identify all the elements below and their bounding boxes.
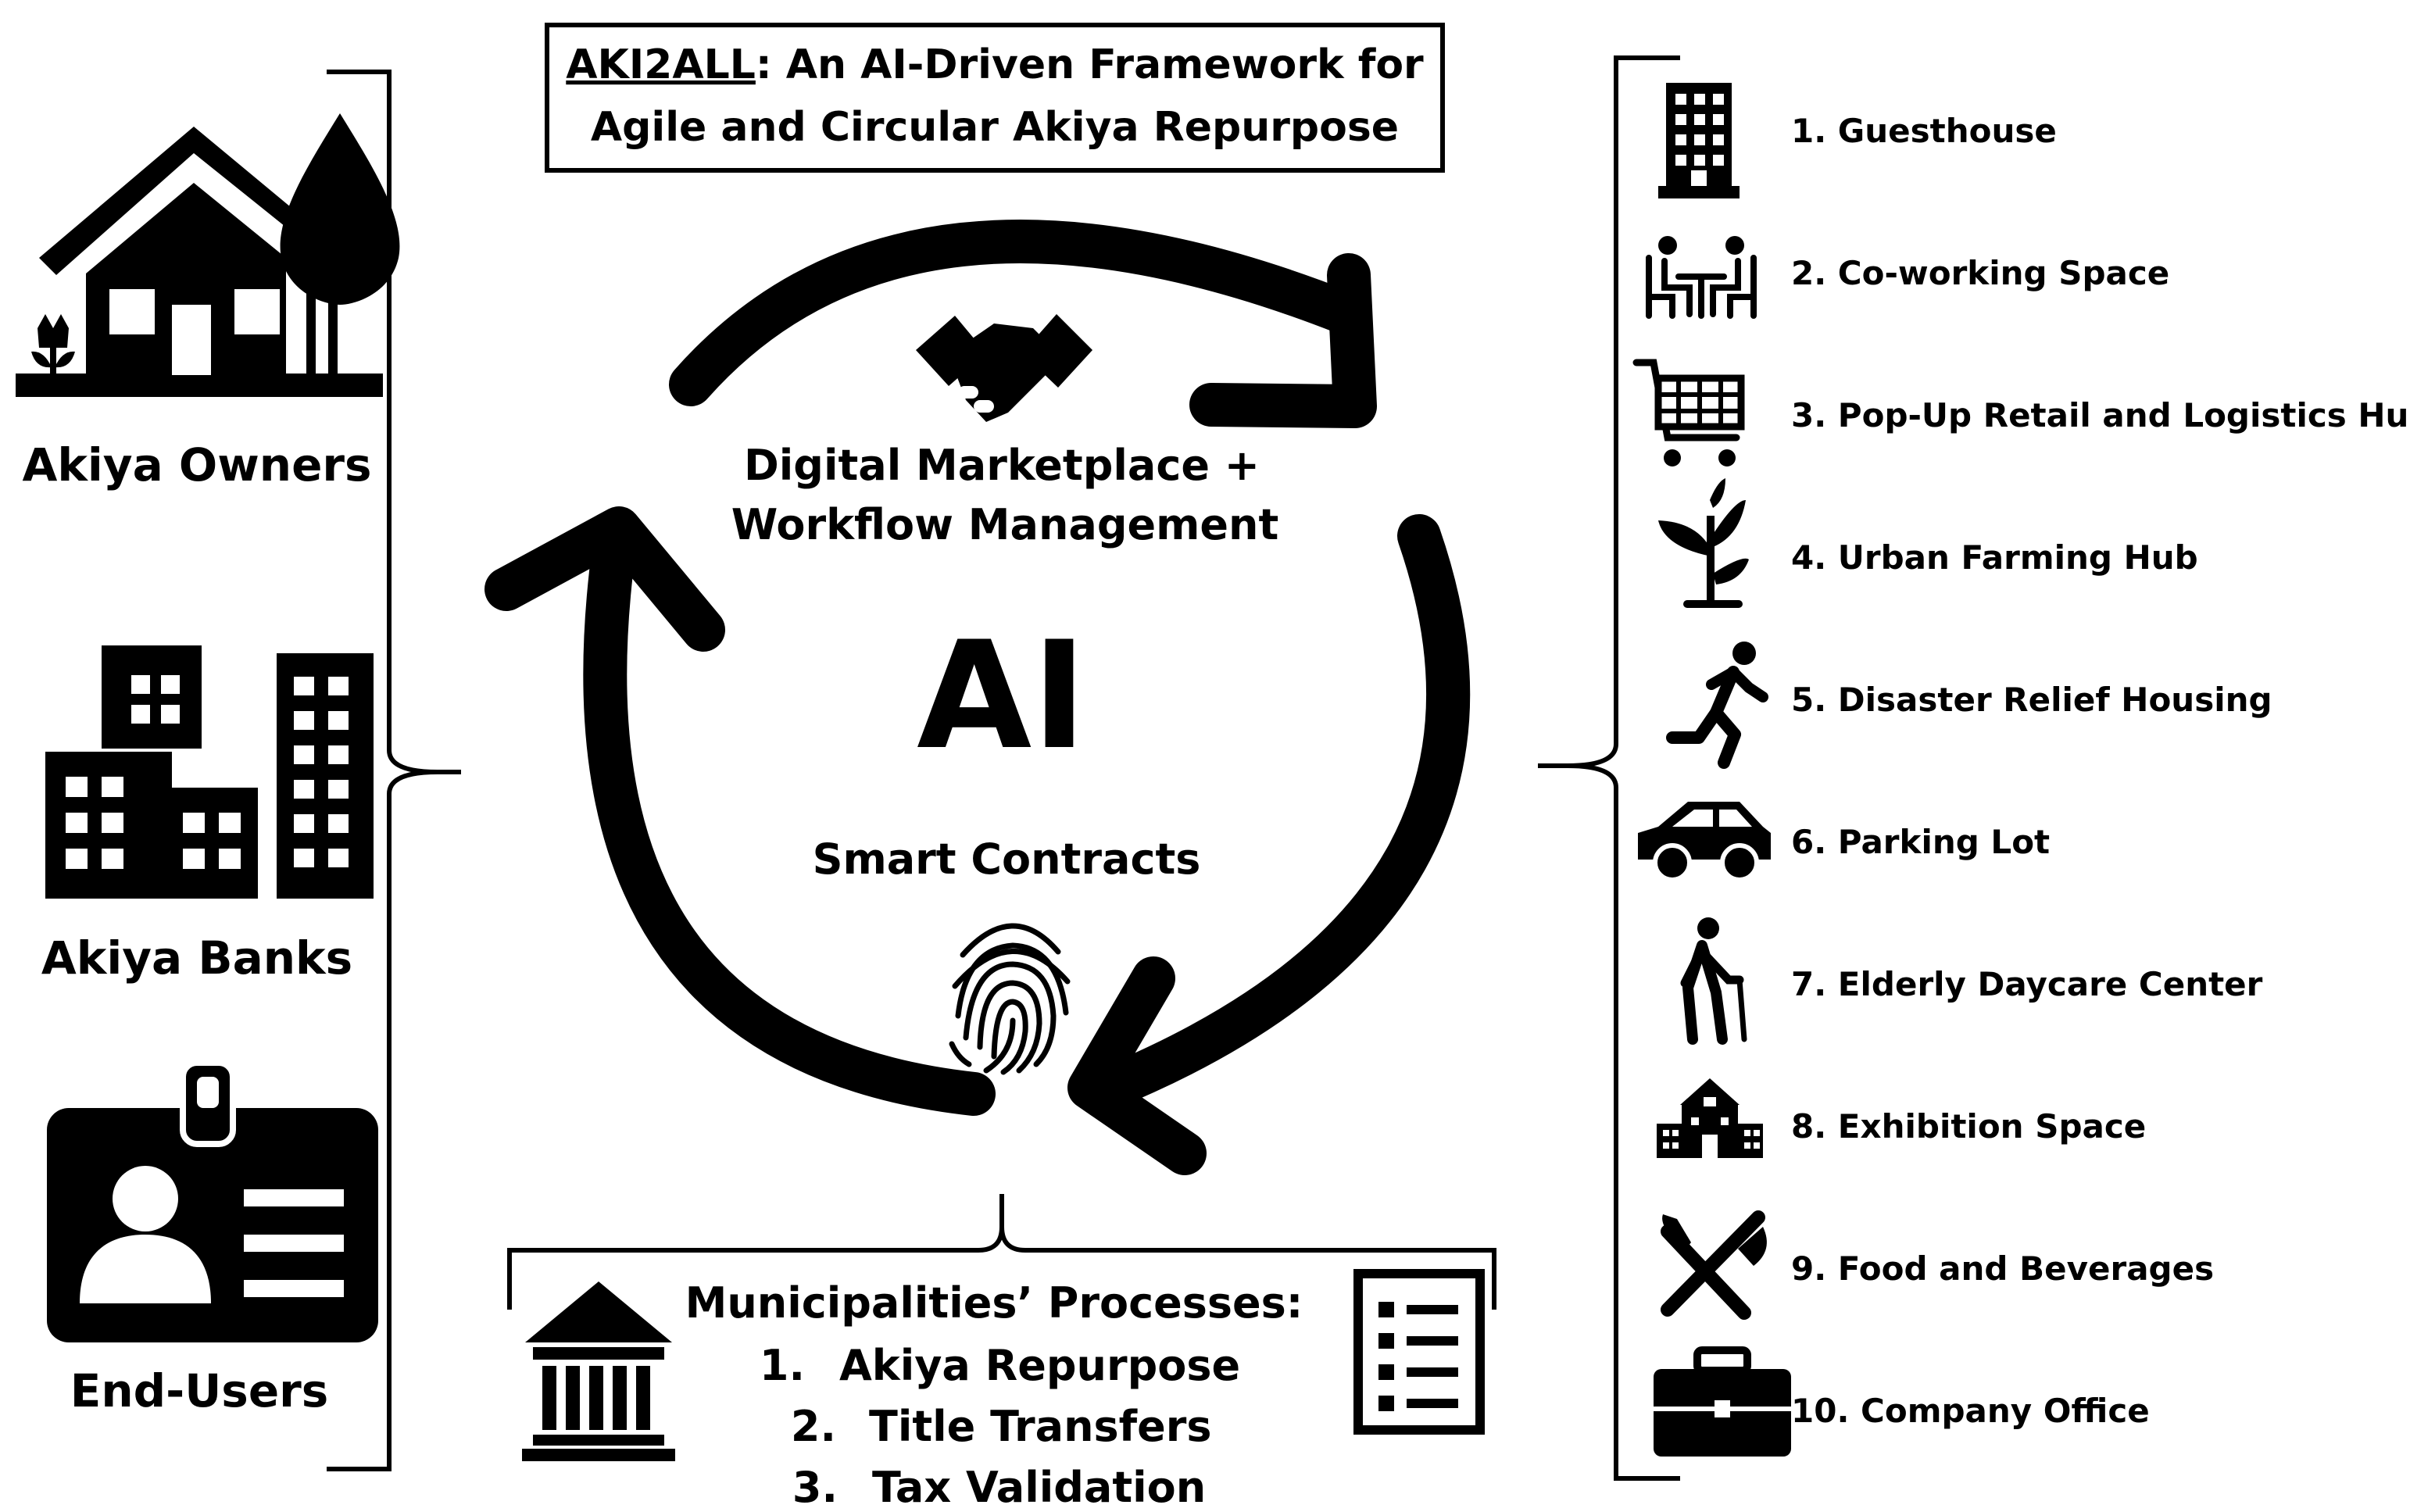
house-with-tree-icon bbox=[16, 113, 400, 397]
title-line-1: AKI2ALL: An AI-Driven Framework for bbox=[566, 41, 1424, 88]
marketplace-label-line-1: Digital Marketplace + bbox=[744, 441, 1260, 490]
government-building-icon bbox=[522, 1281, 675, 1461]
title-acronym: AKI2ALL bbox=[566, 41, 756, 88]
process-number: 3. bbox=[792, 1463, 838, 1512]
use-item: 6. Parking Lot bbox=[1791, 823, 2050, 861]
shopping-cart-icon bbox=[1632, 359, 1745, 466]
fork-knife-icon bbox=[1661, 1210, 1767, 1320]
arrowhead-right-bottom bbox=[1067, 956, 1207, 1175]
arrowhead-left bbox=[485, 506, 725, 652]
car-icon bbox=[1638, 802, 1771, 882]
process-text: Title Transfers bbox=[869, 1402, 1212, 1451]
use-item: 2. Co-working Space bbox=[1791, 254, 2169, 292]
use-item: 3. Pop-Up Retail and Logistics Hub bbox=[1791, 396, 2410, 434]
process-number: 1. bbox=[760, 1341, 805, 1390]
stakeholder-label: Akiya Banks bbox=[41, 931, 352, 985]
municipalities-heading: Municipalities’ Processes: bbox=[685, 1278, 1303, 1328]
arrow-top bbox=[669, 220, 1366, 406]
use-item: 9. Food and Beverages bbox=[1791, 1249, 2214, 1288]
process-text: Akiya Repurpose bbox=[839, 1341, 1240, 1390]
use-item: 7. Elderly Daycare Center bbox=[1791, 965, 2263, 1003]
id-badge-icon bbox=[47, 1060, 378, 1342]
briefcase-icon bbox=[1654, 1346, 1791, 1457]
ai-center-label: AI bbox=[917, 609, 1087, 782]
tall-building-icon bbox=[1658, 83, 1740, 198]
plant-sprout-icon bbox=[1658, 478, 1749, 608]
fingerprint-icon bbox=[949, 923, 1071, 1075]
use-list: 1. Guesthouse 2. Co-working Space 3. Pop… bbox=[1791, 112, 2410, 1430]
arrowhead-top bbox=[1189, 253, 1377, 428]
use-item: 10. Company Office bbox=[1791, 1392, 2150, 1430]
marketplace-label-line-2: Workflow Management bbox=[731, 500, 1279, 549]
school-building-icon bbox=[1657, 1078, 1763, 1158]
municipal-process-list: 1. Akiya Repurpose 2. Title Transfers 3.… bbox=[760, 1341, 1240, 1512]
arrow-left bbox=[583, 525, 996, 1116]
process-text: Tax Validation bbox=[872, 1463, 1206, 1512]
elderly-person-cane-icon bbox=[1680, 917, 1747, 1045]
stakeholder-label: Akiya Owners bbox=[22, 438, 371, 491]
stakeholder-label: End-Users bbox=[70, 1364, 329, 1417]
use-item: 5. Disaster Relief Housing bbox=[1791, 681, 2272, 719]
municipalities-brace bbox=[507, 1194, 1496, 1310]
title-line-1-rest: : An AI-Driven Framework for bbox=[756, 41, 1424, 88]
arrow-right-bottom bbox=[1088, 514, 1471, 1110]
title-line-2: Agile and Circular Akiya Repurpose bbox=[591, 104, 1399, 151]
use-item: 1. Guesthouse bbox=[1791, 112, 2057, 150]
use-item: 4. Urban Farming Hub bbox=[1791, 538, 2198, 577]
buildings-icon bbox=[45, 645, 374, 899]
checklist-icon bbox=[1353, 1269, 1485, 1435]
cycle-arrows bbox=[485, 220, 1471, 1175]
right-brace bbox=[1538, 55, 1680, 1481]
left-brace bbox=[327, 70, 461, 1471]
smart-contracts-label: Smart Contracts bbox=[813, 835, 1201, 884]
running-person-icon bbox=[1666, 642, 1768, 769]
meeting-table-icon bbox=[1646, 236, 1757, 319]
use-item: 8. Exhibition Space bbox=[1791, 1107, 2146, 1146]
process-number: 2. bbox=[791, 1402, 836, 1451]
title-box: AKI2ALL: An AI-Driven Framework for Agil… bbox=[545, 23, 1445, 173]
handshake-icon bbox=[916, 314, 1092, 422]
